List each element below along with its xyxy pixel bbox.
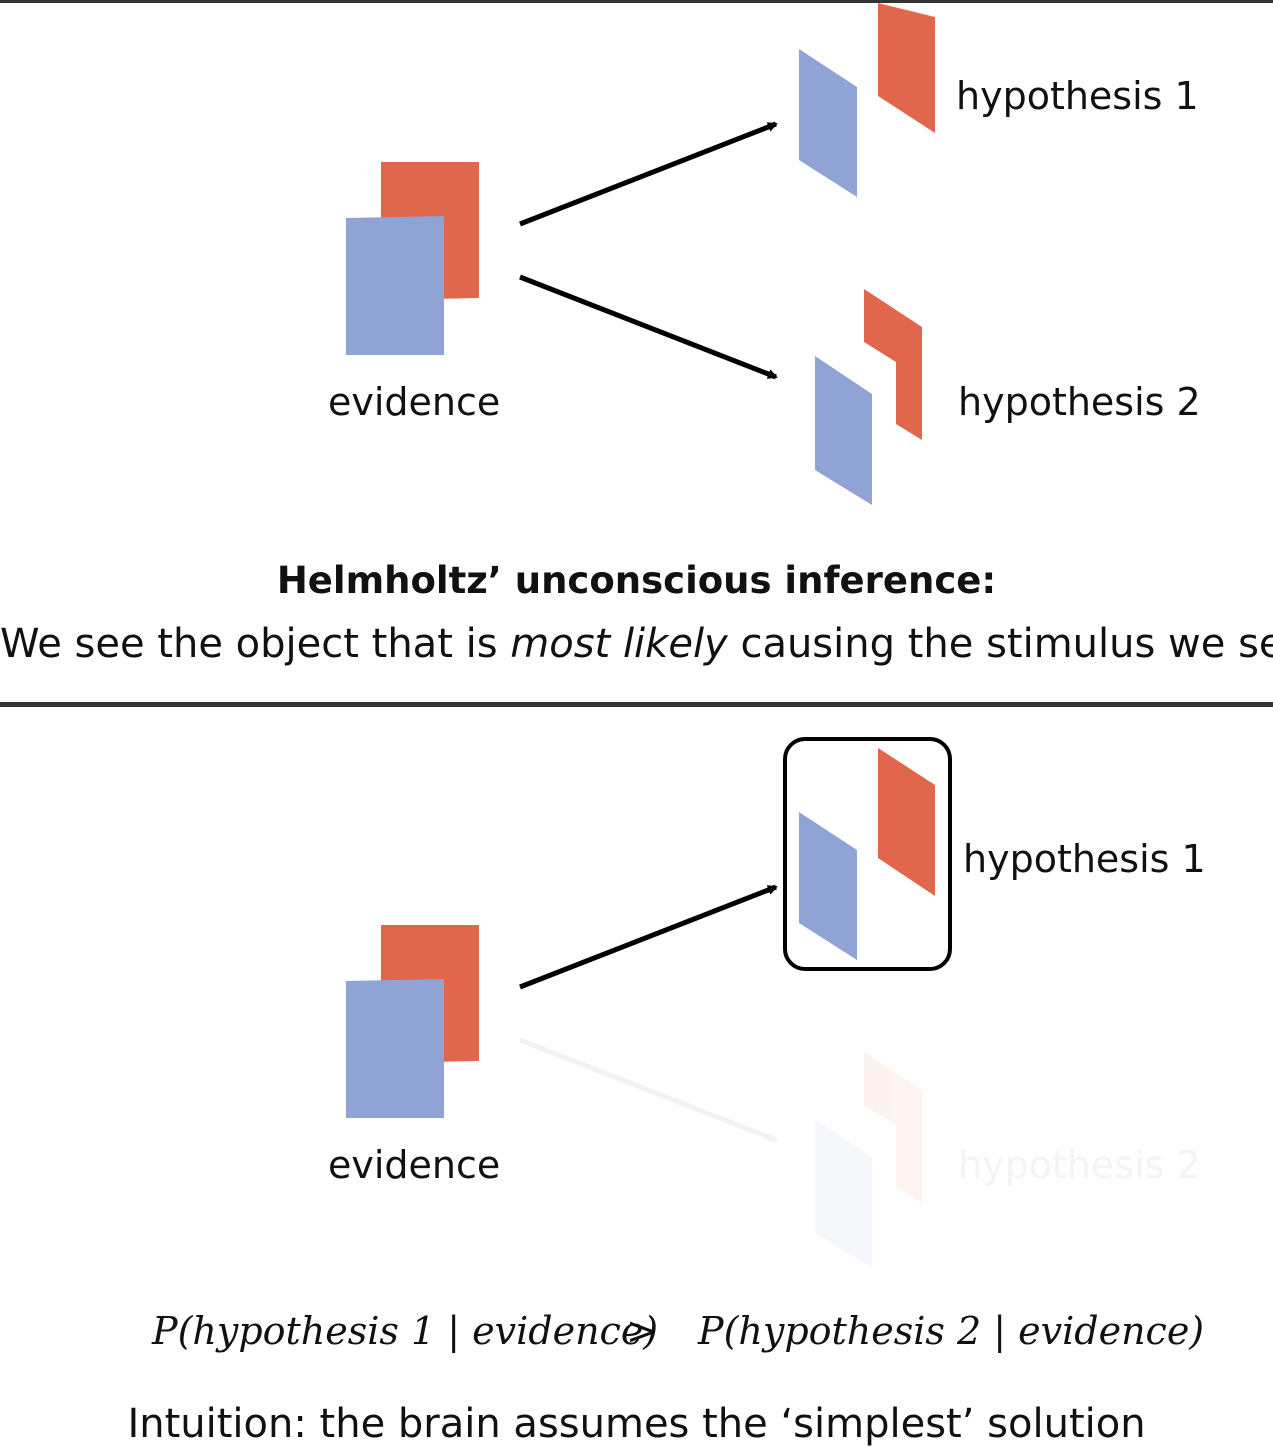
hypothesis-2-label-faded: hypothesis 2 bbox=[958, 1143, 1201, 1187]
arrow-to-hypothesis-1-bottom bbox=[519, 884, 778, 990]
evidence-label: evidence bbox=[328, 380, 501, 424]
hypothesis-1-shapes bbox=[799, 3, 935, 197]
bottom-evidence-shapes bbox=[346, 925, 479, 1118]
formula-operator: > bbox=[626, 1309, 658, 1353]
middle-divider bbox=[0, 702, 1273, 707]
hyp1-blue-slab-bottom bbox=[799, 812, 857, 960]
evidence-blue-square-bottom bbox=[346, 979, 444, 1118]
hypothesis-2-shapes-faded bbox=[815, 1052, 922, 1268]
hyp2-blue-slab bbox=[815, 356, 872, 505]
statement-after: causing the stimulus we see bbox=[727, 621, 1273, 667]
inference-statement: We see the object that is most likely ca… bbox=[0, 624, 1273, 664]
evidence-label-bottom: evidence bbox=[328, 1143, 501, 1187]
selected-hypothesis-box bbox=[783, 737, 952, 971]
statement-before: We see the object that is bbox=[0, 621, 511, 667]
hyp1-blue-slab bbox=[799, 49, 857, 197]
hyp2-red-lshape bbox=[864, 289, 922, 440]
arrow-to-hypothesis-1 bbox=[519, 121, 778, 227]
formula-right: P(hypothesis 2 | evidence) bbox=[698, 1309, 1205, 1353]
top-evidence-shapes bbox=[346, 162, 479, 355]
top-divider bbox=[0, 0, 1273, 3]
hyp2-red-lshape-faded bbox=[864, 1052, 922, 1203]
hyp2-blue-slab-faded bbox=[815, 1119, 872, 1268]
evidence-blue-square bbox=[346, 216, 444, 355]
intuition-text: Intuition: the brain assumes the ‘simple… bbox=[127, 1401, 1146, 1447]
hyp1-red-slab bbox=[878, 3, 935, 133]
hyp1-red-slab-bottom bbox=[878, 748, 935, 896]
hypothesis-1-shapes-bottom bbox=[799, 748, 935, 960]
section-title: Helmholtz’ unconscious inference: bbox=[276, 559, 997, 602]
formula-left: P(hypothesis 1 | evidence) bbox=[152, 1309, 659, 1353]
hypothesis-1-label-bottom: hypothesis 1 bbox=[963, 837, 1206, 881]
arrow-to-hypothesis-2-faded bbox=[519, 1037, 778, 1143]
hypothesis-1-label: hypothesis 1 bbox=[956, 74, 1199, 118]
hypothesis-2-shapes bbox=[815, 289, 922, 505]
arrow-to-hypothesis-2 bbox=[519, 274, 778, 380]
hypothesis-2-label: hypothesis 2 bbox=[958, 380, 1201, 424]
statement-emphasis: most likely bbox=[510, 621, 728, 667]
